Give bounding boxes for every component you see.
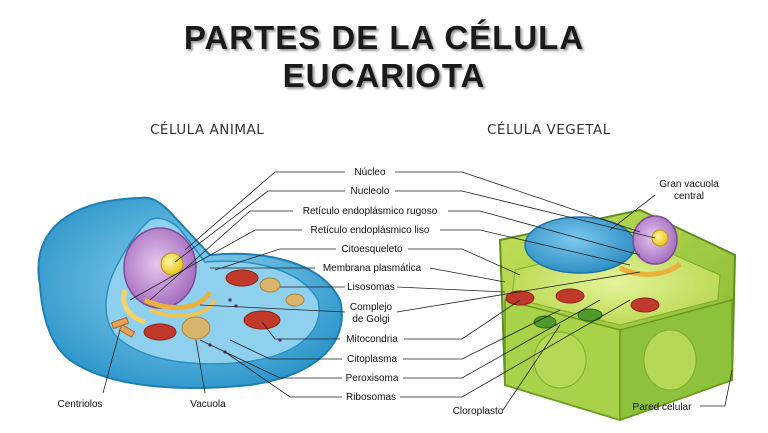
leader-rer-plant <box>448 210 641 256</box>
animal-mitochondrion-3 <box>143 323 177 341</box>
leader-rel-plant <box>440 229 631 266</box>
leader-membrana-plant <box>429 267 506 283</box>
leader-lisosomas-plant <box>396 286 506 293</box>
label-peroxisoma: Peroxisoma <box>346 373 399 384</box>
labels: Núcleo Nucleolo Retículo endoplásmico ru… <box>57 167 719 417</box>
plant-mitochondrion-3 <box>630 297 660 313</box>
label-nucleo: Núcleo <box>354 167 386 178</box>
animal-vacuole <box>181 316 211 340</box>
animal-cell <box>37 196 343 390</box>
label-reticulo-liso: Retículo endoplásmico liso <box>311 225 430 236</box>
animal-er <box>121 289 146 325</box>
animal-golgi-2 <box>149 298 217 318</box>
label-citoesqueleto: Citoesqueleto <box>341 244 403 255</box>
plant-cell <box>498 208 737 422</box>
label-mitocondria: Mitocondria <box>346 334 398 345</box>
leader-ribosomas-plant <box>400 299 631 398</box>
plant-golgi <box>618 261 682 277</box>
leader-lines <box>102 171 733 411</box>
label-citoplasma: Citoplasma <box>347 354 397 365</box>
label-centriolos: Centriolos <box>57 399 102 410</box>
plant-chloroplast-1 <box>577 308 603 322</box>
leader-centriolos <box>102 329 121 394</box>
leader-mitocondria-plant <box>404 299 521 340</box>
leader-gran-vacuola <box>609 194 656 231</box>
leader-nucleo-plant <box>395 171 641 233</box>
animal-cell-heading: CÉLULA ANIMAL <box>150 122 265 138</box>
leader-citoplasma <box>229 339 342 360</box>
leader-nucleolo <box>174 190 345 263</box>
leader-peroxisoma-plant <box>403 299 601 379</box>
label-lisosomas: Lisosomas <box>347 282 395 293</box>
animal-ribosome <box>228 298 232 302</box>
animal-golgi <box>143 290 213 311</box>
leader-pared <box>700 369 733 407</box>
leader-rel <box>129 229 302 301</box>
plant-nucleolus <box>651 229 669 247</box>
diagram-title-line1: PARTES DE LA CÉLULA <box>183 19 585 56</box>
animal-nucleolus <box>160 252 184 276</box>
leader-peroxisoma <box>199 339 342 379</box>
animal-mitochondrion-2 <box>243 310 281 330</box>
label-ribosomas: Ribosomas <box>346 392 396 403</box>
plant-chloroplast-2 <box>533 315 557 329</box>
label-pared-celular: Pared celular <box>633 402 693 413</box>
animal-lysosome-2 <box>285 293 305 307</box>
animal-centriole-1 <box>110 316 130 330</box>
label-vacuola: Vacuola <box>190 399 226 410</box>
leader-golgi <box>199 304 346 313</box>
animal-centriole-2 <box>118 324 136 338</box>
plant-mitochondrion-2 <box>555 288 585 304</box>
animal-mitochondrion-1 <box>225 269 259 287</box>
label-membrana-plasmatica: Membrana plasmática <box>323 263 422 274</box>
label-central: central <box>674 191 704 202</box>
plant-mitochondrion-1 <box>505 290 535 306</box>
leader-mitocondria <box>261 321 340 340</box>
plant-central-vacuole <box>524 216 636 274</box>
animal-nucleus <box>123 227 197 309</box>
animal-lysosome-1 <box>259 277 281 293</box>
leader-golgi-plant <box>396 271 641 313</box>
label-complejo: Complejo <box>350 302 393 313</box>
label-gran-vacuola: Gran vacuola <box>659 179 719 190</box>
label-reticulo-rugoso: Retículo endoplásmico rugoso <box>303 206 438 217</box>
leader-nucleo <box>184 171 345 251</box>
diagram-title-line2: EUCARIOTA <box>282 57 486 94</box>
label-de-golgi: de Golgi <box>352 314 389 325</box>
leader-citoesqueleto <box>214 248 336 271</box>
plant-cell-heading: CÉLULA VEGETAL <box>487 122 611 138</box>
label-nucleolo: Nucleolo <box>351 186 390 197</box>
leader-cloroplasto <box>502 324 561 411</box>
plant-chloroplast-3 <box>643 329 697 391</box>
leader-nucleolo-plant <box>395 190 656 239</box>
leader-ribosomas <box>224 351 342 398</box>
leader-citoesqueleto-plant <box>408 248 521 276</box>
plant-chloroplast-4 <box>533 331 587 389</box>
label-cloroplasto: Cloroplasto <box>453 406 504 417</box>
leader-vacuola <box>195 339 206 394</box>
leader-citoplasma-plant <box>403 309 561 360</box>
